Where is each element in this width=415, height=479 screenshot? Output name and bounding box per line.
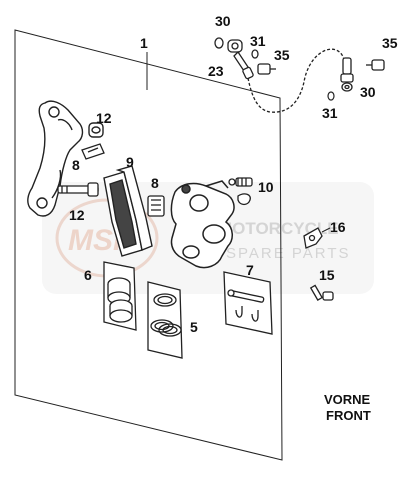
watermark-line2: SPARE PARTS [226,245,351,262]
caliper-body [170,180,235,269]
label-part-35b: 35 [382,35,398,51]
pin-part-12 [57,182,99,197]
label-part-1: 1 [140,35,148,51]
spring-plate-part-8 [147,195,165,217]
leader-line-16 [321,227,331,233]
pin-kit-part-7 [223,271,273,335]
bolt-part-35b [366,59,385,71]
caption-vorne: VORNE [324,392,371,407]
bushing-part-12 [88,122,104,138]
hose-end-fitting [340,57,354,92]
piston-kit-part-6 [103,261,137,331]
washer-part-31b [327,91,335,101]
caliper-bracket [27,100,84,217]
group-frame [14,29,283,461]
bolt-part-15 [309,284,334,301]
label-part-16: 16 [330,219,346,235]
bracket-part-16 [303,227,323,249]
brake-pad-part-9 [103,165,153,257]
label-part-8a: 8 [72,157,80,173]
brake-line-assembly [214,37,276,80]
label-part-6: 6 [84,267,92,283]
bleed-valve-part-10 [228,177,253,206]
label-part-15: 15 [319,267,335,283]
label-part-23: 23 [208,63,224,79]
label-part-30a: 30 [215,13,231,29]
label-part-9: 9 [126,154,134,170]
label-part-12a: 12 [96,110,112,126]
label-part-10: 10 [258,179,274,195]
clip-part-8 [81,143,105,160]
label-part-8b: 8 [151,175,159,191]
label-part-30b: 30 [360,84,376,100]
label-part-5: 5 [190,319,198,335]
label-part-31a: 31 [250,33,266,49]
label-part-12b: 12 [69,207,85,223]
brake-hose [247,48,345,113]
washer-part-31a [251,49,259,59]
caption-front: FRONT [326,408,371,423]
label-part-7: 7 [246,262,254,278]
label-part-31b: 31 [322,105,338,121]
label-part-35a: 35 [274,47,290,63]
washer-part-30a [214,37,224,49]
seal-kit-part-5 [147,281,183,359]
